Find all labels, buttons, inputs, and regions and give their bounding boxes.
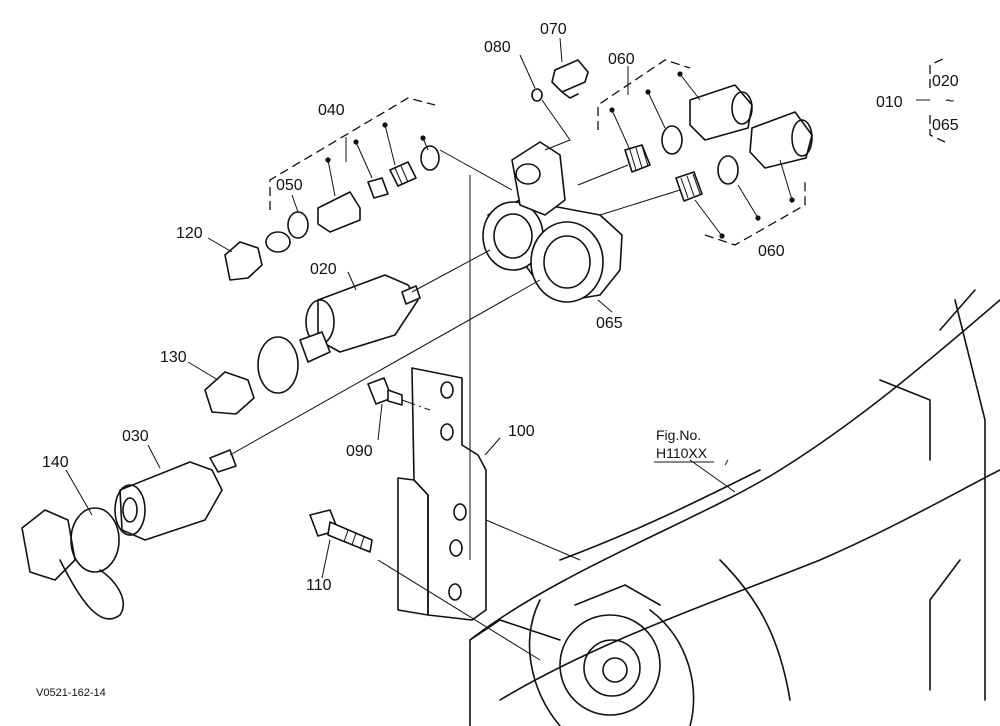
callout-070: 070 — [540, 21, 567, 38]
coupler-030 — [114, 449, 237, 541]
fig-ref-number: H110XX — [656, 445, 708, 461]
group-bracket-060-lower — [694, 159, 806, 246]
loader-arm — [469, 289, 1000, 726]
o-ring-080 — [531, 88, 543, 102]
callout-030: 030 — [122, 428, 149, 445]
fig-ref-label: Fig.No. — [656, 427, 701, 443]
fitting-060-lower — [675, 111, 813, 202]
figure-reference: Fig.No. H110XX — [654, 427, 714, 463]
dust-cap-130 — [204, 336, 299, 415]
valve-block-065 — [482, 141, 623, 303]
callout-080: 080 — [484, 39, 511, 56]
callout-140: 140 — [42, 454, 69, 471]
range-from: 020 — [932, 73, 959, 90]
group-bracket-060-upper — [597, 59, 701, 151]
dust-cap-140 — [21, 507, 124, 620]
callout-130: 130 — [160, 349, 187, 366]
coupler-020 — [299, 274, 421, 363]
bolt-110 — [309, 509, 373, 553]
callout-060-upper: 060 — [608, 51, 635, 68]
callout-060-lower: 060 — [758, 243, 785, 260]
group-bracket-040 — [269, 97, 436, 210]
callout-labels: 040 050 120 020 130 030 140 080 070 060 … — [42, 21, 903, 594]
fitting-070 — [551, 59, 589, 99]
callout-100: 100 — [508, 423, 535, 440]
fitting-060-upper — [624, 84, 753, 173]
assembly-lines — [229, 99, 681, 661]
dust-cap-120 — [224, 231, 291, 281]
bracket-100 — [397, 367, 487, 621]
drawing-code: V0521-162-14 — [36, 687, 106, 699]
callout-020: 020 — [310, 261, 337, 278]
callout-110: 110 — [306, 577, 332, 594]
bolt-090 — [367, 377, 403, 406]
callout-010: 010 — [876, 94, 903, 111]
group-bracket-010 — [916, 57, 946, 143]
callout-065: 065 — [596, 315, 623, 332]
range-note: 020 ~ 065 — [932, 73, 959, 134]
callout-050: 050 — [276, 177, 303, 194]
range-tilde: ~ — [945, 93, 954, 110]
callout-040: 040 — [318, 102, 345, 119]
leader-lines — [65, 37, 736, 579]
range-to: 065 — [932, 117, 959, 134]
callout-090: 090 — [346, 443, 373, 460]
callout-120: 120 — [176, 225, 203, 242]
